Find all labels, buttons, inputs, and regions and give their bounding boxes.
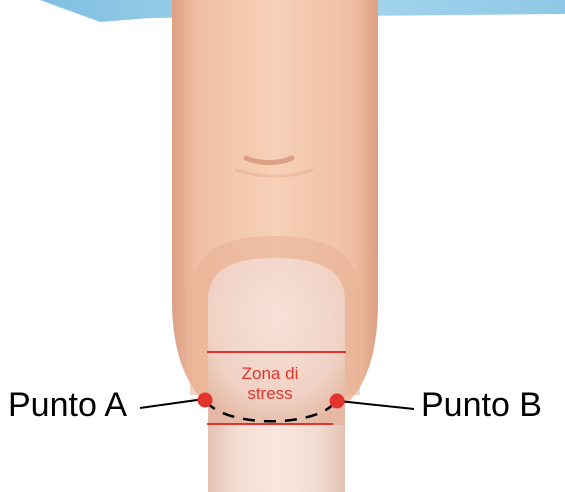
point-b-marker [330, 394, 345, 409]
stress-zone-label: Zona di stress [220, 364, 320, 404]
leader-line-b [339, 401, 414, 409]
leader-line-a [140, 399, 204, 408]
stress-zone-label-line1: Zona di [220, 364, 320, 384]
point-b-label: Punto B [421, 388, 542, 422]
point-a-marker [198, 393, 213, 408]
stress-zone-label-line2: stress [220, 384, 320, 404]
point-a-label: Punto A [8, 388, 127, 422]
